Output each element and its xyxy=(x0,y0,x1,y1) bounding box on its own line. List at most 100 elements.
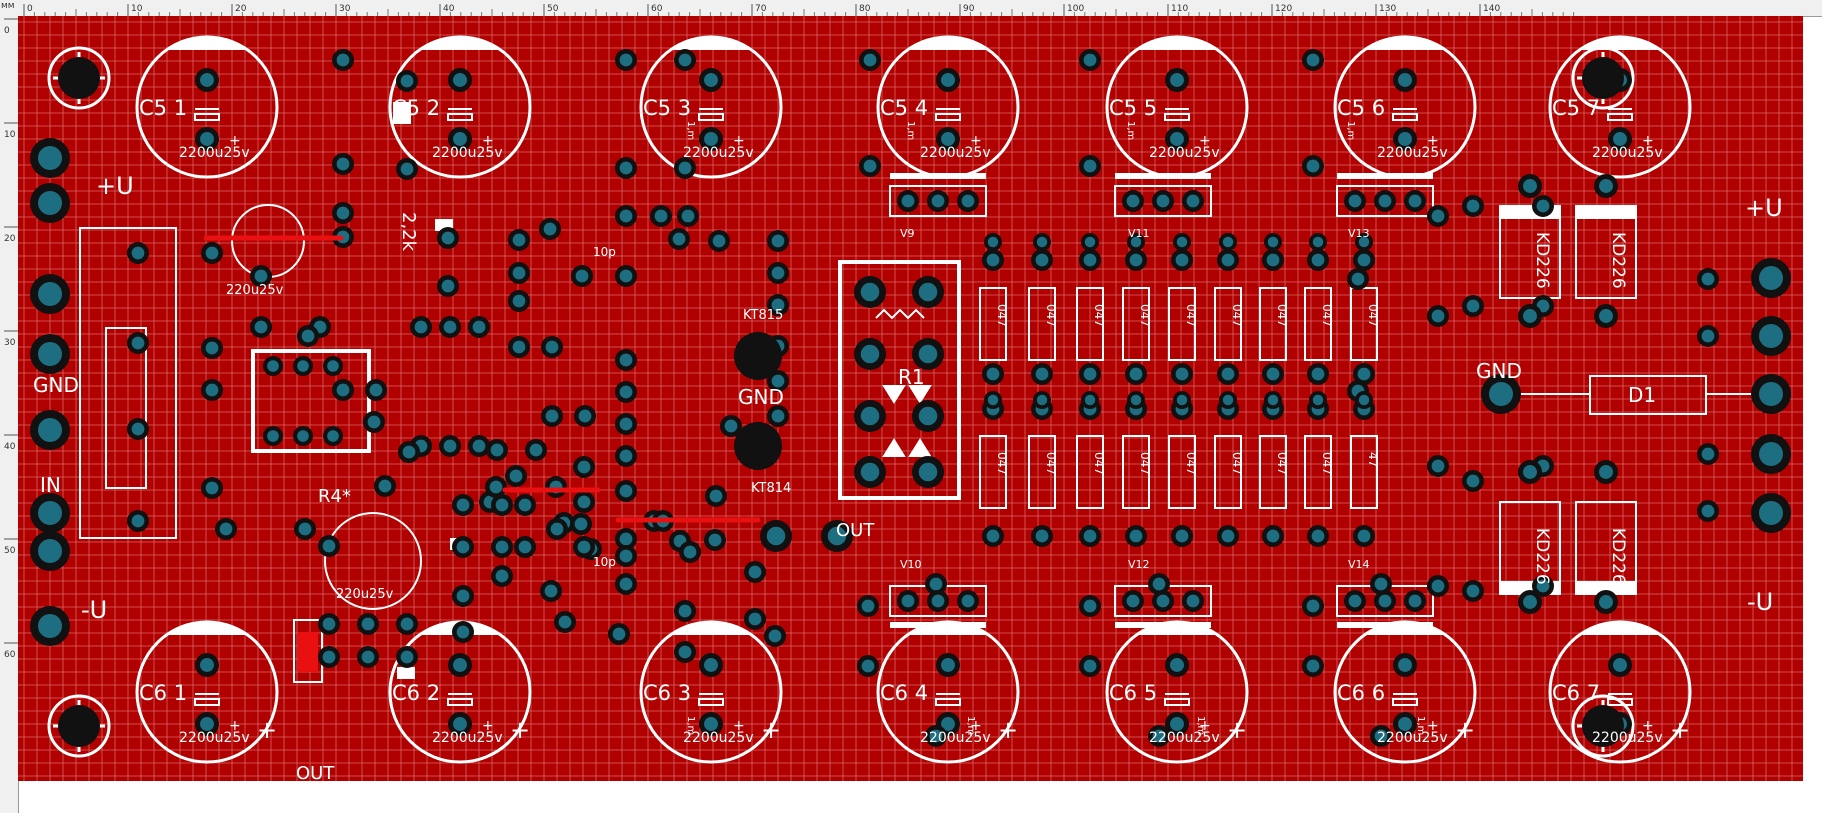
transistor-label: KT814 xyxy=(751,481,791,496)
power-transistor-hole xyxy=(734,422,782,470)
pad xyxy=(254,269,268,283)
transistor-designator: V11 xyxy=(1128,227,1150,240)
copper-traces xyxy=(203,235,761,523)
pad xyxy=(400,650,414,664)
resistor-value-label: 047 xyxy=(1320,304,1334,327)
ruler-tick-label: 90 xyxy=(963,4,975,14)
pad xyxy=(986,253,1000,267)
relay-designator: R1 xyxy=(898,365,925,389)
pad xyxy=(619,417,633,431)
pad xyxy=(683,545,697,559)
pad xyxy=(1175,253,1189,267)
pad xyxy=(771,298,785,312)
pad xyxy=(512,294,526,308)
cap-polarity-band xyxy=(908,37,988,50)
terminal-pad xyxy=(38,614,62,638)
pad xyxy=(512,233,526,247)
pad xyxy=(987,394,999,406)
pad xyxy=(1466,199,1480,213)
ruler-tick-label: 60 xyxy=(651,4,663,14)
pad xyxy=(472,320,486,334)
cap-value-label: 2200u25v xyxy=(683,730,754,746)
cap-symbol xyxy=(698,698,724,706)
silkscreen-layer xyxy=(47,35,1756,764)
pad xyxy=(1156,194,1170,208)
pad xyxy=(267,360,279,372)
resistor-body xyxy=(979,287,1007,361)
cap-value-label: 2200u25v xyxy=(1377,730,1448,746)
pad xyxy=(1312,394,1324,406)
pad xyxy=(544,584,558,598)
pad xyxy=(748,612,762,626)
plus-u-label-right: +U xyxy=(1745,194,1783,222)
pad xyxy=(453,132,467,146)
pad xyxy=(986,367,1000,381)
cap-polarity-plus-large: + xyxy=(1670,716,1690,744)
pad xyxy=(550,522,564,536)
pad xyxy=(1599,595,1613,609)
pad xyxy=(1431,209,1445,223)
cap-designator: C5 7 xyxy=(1552,96,1600,120)
pad xyxy=(1431,459,1445,473)
pad xyxy=(1348,194,1362,208)
resistor-body xyxy=(1168,435,1196,509)
pad xyxy=(131,514,145,528)
pad xyxy=(863,159,877,173)
cap-value-label: 2200u25v xyxy=(1592,145,1663,161)
small-cap-value: 220u25v xyxy=(226,283,284,298)
cap-polarity-plus: + xyxy=(1642,718,1654,734)
pad xyxy=(495,498,509,512)
pad xyxy=(1266,253,1280,267)
pad xyxy=(1398,73,1412,87)
cap-polarity-band xyxy=(167,37,247,50)
ruler-tick-label: 10 xyxy=(4,130,16,140)
ruler-tick-label: 50 xyxy=(547,4,559,14)
cap-symbol xyxy=(1392,698,1418,706)
pad xyxy=(1408,194,1422,208)
pad xyxy=(361,650,375,664)
pad xyxy=(861,659,875,673)
electrolytic-cap-outline xyxy=(135,35,279,179)
pad xyxy=(678,161,692,175)
pads-layer xyxy=(30,49,1791,747)
pad xyxy=(254,320,268,334)
relay-coil-symbol xyxy=(875,308,925,320)
ruler-tick-label: 40 xyxy=(4,442,16,452)
pad xyxy=(336,157,350,171)
pad xyxy=(1613,132,1627,146)
pad xyxy=(1701,329,1715,343)
plus-u-label-left: +U xyxy=(96,172,134,200)
pad xyxy=(1126,594,1140,608)
cap-polarity-plus: + xyxy=(970,718,982,734)
kd226-band xyxy=(1575,205,1637,219)
transistor-header xyxy=(1114,185,1212,217)
pad xyxy=(619,549,633,563)
ruler-tick-label: 0 xyxy=(27,4,33,14)
bridge-diode xyxy=(908,438,932,457)
diode-designator: D1 xyxy=(1628,383,1656,407)
pad xyxy=(1083,599,1097,613)
pad xyxy=(453,717,467,731)
resistor-body xyxy=(1028,287,1056,361)
resistor-body xyxy=(1076,435,1104,509)
ruler-tick-label: 80 xyxy=(859,4,871,14)
terminal-pad xyxy=(38,501,62,525)
mounting-hole xyxy=(58,57,100,99)
cap-polarity-band xyxy=(671,622,751,635)
pad xyxy=(1431,579,1445,593)
pad xyxy=(322,539,336,553)
resistor-1m-label: 1,m xyxy=(685,716,696,735)
pad xyxy=(1398,658,1412,672)
cap-c2-outline xyxy=(105,327,147,489)
resistor-value-label: 47 xyxy=(1366,452,1380,467)
transistor-designator: V9 xyxy=(900,227,915,240)
cap-polarity-band xyxy=(671,37,751,50)
cap-polarity-plus: + xyxy=(1199,718,1211,734)
